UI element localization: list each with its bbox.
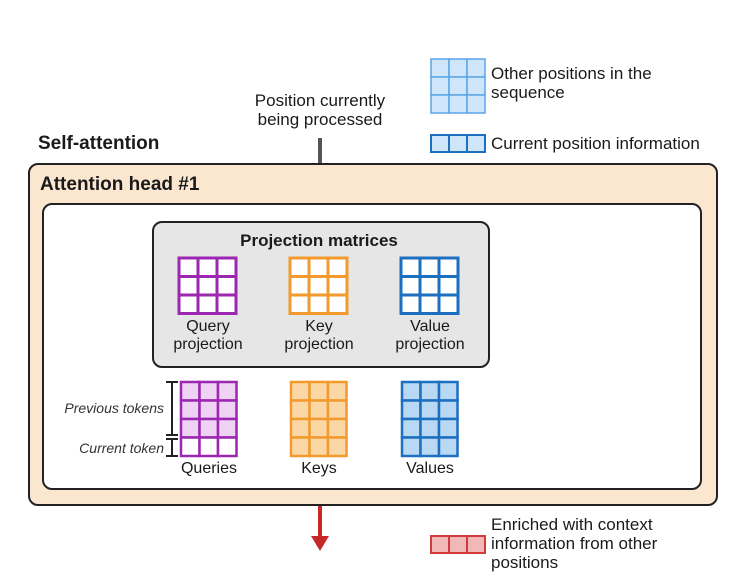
- legend-enriched-label: Enriched with context information from o…: [491, 515, 658, 573]
- output-arrow-icon: [311, 506, 329, 551]
- attention-head-title: Attention head #1: [40, 174, 200, 195]
- previous-tokens-label: Previous tokens: [64, 400, 164, 416]
- legend-current-position-label: Current position information: [491, 134, 700, 153]
- current-token-label: Current token: [79, 440, 164, 456]
- token-bracket-icon: [166, 381, 178, 457]
- queries-label: Queries: [180, 460, 238, 477]
- query-projection-matrix-icon: [177, 256, 238, 315]
- legend-other-positions-icon: [430, 58, 486, 114]
- key-projection-matrix-icon: [288, 256, 349, 315]
- query-projection-label: Query projection: [173, 318, 243, 353]
- projection-matrices-title: Projection matrices: [240, 231, 398, 250]
- keys-label: Keys: [301, 460, 337, 477]
- values-label: Values: [406, 460, 454, 477]
- legend-current-position-icon: [430, 134, 486, 153]
- legend-other-positions-label: Other positions in the sequence: [491, 64, 652, 103]
- key-projection-label: Key projection: [284, 318, 354, 353]
- value-projection-label: Value projection: [395, 318, 465, 353]
- value-projection-matrix-icon: [399, 256, 460, 315]
- top-label: Position currently being processed: [254, 91, 386, 130]
- keys-matrix-icon: [289, 380, 348, 458]
- legend-enriched-icon: [430, 535, 486, 554]
- values-matrix-icon: [400, 380, 459, 458]
- queries-matrix-icon: [179, 380, 238, 458]
- self-attention-title: Self-attention: [38, 133, 160, 154]
